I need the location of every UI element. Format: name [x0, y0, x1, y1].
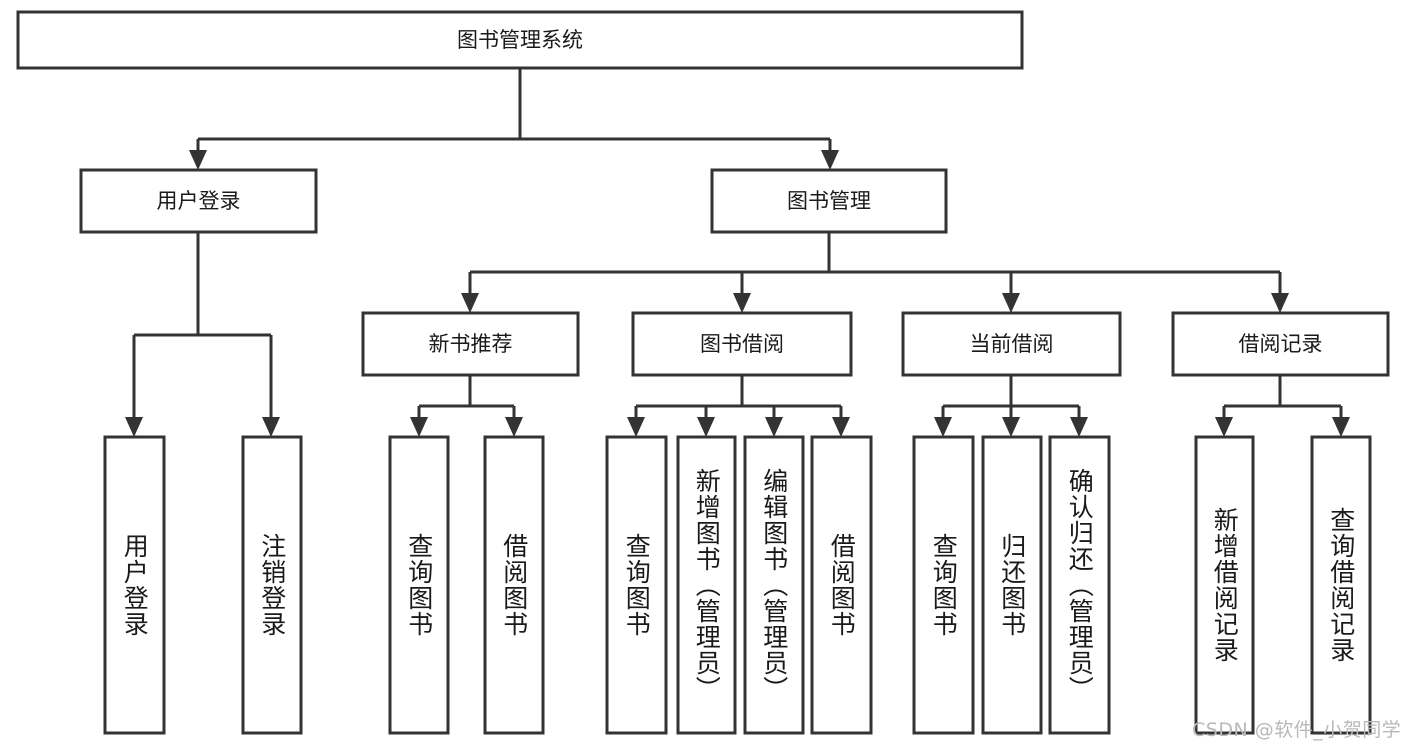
node-box-leaf-cb-return	[981, 435, 1043, 735]
node-box-leaf-bb-add	[676, 435, 737, 735]
node-box-leaf-bb-query	[605, 435, 668, 735]
connector-bookmgmt-to-level3	[461, 232, 1289, 313]
node-box-leaf-nb-query	[388, 435, 450, 735]
connector-newbook-to-leaves	[410, 375, 523, 437]
node-box-leaf-logout	[241, 435, 303, 735]
node-box-leaf-user-login	[103, 435, 166, 735]
node-box-current-borrow	[901, 311, 1122, 377]
node-box-new-book	[361, 311, 580, 377]
node-box-borrow-record	[1171, 311, 1390, 377]
node-box-leaf-bb-borrow	[810, 435, 873, 735]
node-box-leaf-bb-edit	[743, 435, 805, 735]
connector-currentborrow-to-leaves	[934, 375, 1088, 437]
node-box-leaf-br-add	[1194, 435, 1255, 735]
connector-borrowrecord-to-leaves	[1215, 375, 1350, 437]
node-box-leaf-br-query	[1310, 435, 1372, 735]
csdn-watermark: CSDN @软件_小贺同学	[1192, 719, 1402, 741]
node-box-book-mgmt	[710, 168, 948, 234]
connector-userlogin-to-leaves	[125, 232, 280, 437]
node-box-user-login	[79, 168, 318, 234]
connector-bookborrow-to-leaves	[627, 375, 850, 437]
node-box-leaf-cb-confirm	[1048, 435, 1111, 735]
node-box-leaf-cb-query	[912, 435, 975, 735]
node-box-book-borrow	[631, 311, 853, 377]
node-box-root	[16, 10, 1024, 70]
connector-root-to-level2	[189, 68, 839, 170]
node-box-leaf-nb-borrow	[483, 435, 545, 735]
